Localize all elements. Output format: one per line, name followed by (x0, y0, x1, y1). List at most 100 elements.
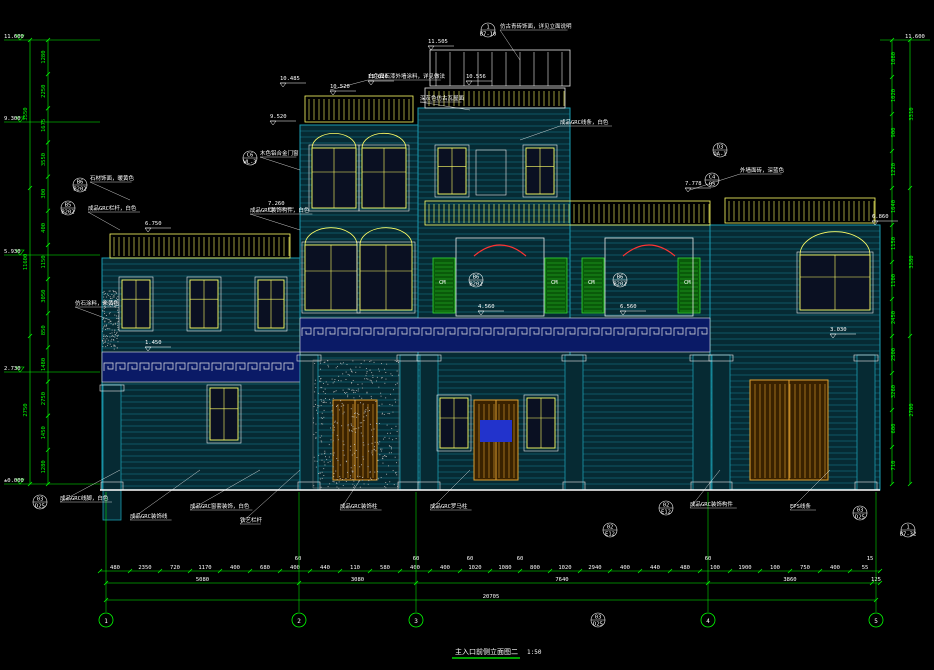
stone-dot (355, 428, 357, 430)
stone-dot (313, 433, 315, 435)
stone-dot (386, 473, 388, 475)
stone-dot (336, 406, 337, 407)
dim-row1-label: 2350 (138, 565, 151, 571)
meander-frieze (101, 317, 711, 383)
stone-dot (384, 368, 385, 370)
stone-dot (372, 382, 374, 384)
leader-line (129, 469, 201, 521)
callout-code: 03 (595, 615, 602, 621)
stone-dot (320, 440, 322, 442)
dim-small-label: 60 (517, 556, 524, 562)
stone-dot (392, 411, 394, 413)
stone-dot (324, 464, 326, 466)
stone-dot (366, 372, 368, 374)
shutter (544, 257, 568, 314)
stone-dot (357, 475, 359, 477)
stone-dot (370, 477, 372, 479)
window-arch (304, 227, 358, 246)
meander-unit (187, 362, 198, 371)
column-capital (708, 354, 734, 362)
stone-dot (354, 392, 356, 393)
vertical-dim-label: 3550 (41, 153, 47, 166)
stone-dot (384, 455, 386, 457)
level-label: 11.505 (428, 39, 448, 45)
dim-tick (27, 185, 33, 191)
stone-dot (393, 389, 394, 391)
stone-dot (373, 428, 375, 430)
leader-line (689, 173, 741, 191)
vertical-dim-label: 850 (41, 325, 47, 335)
stone-dot (322, 423, 324, 425)
stone-dot (394, 456, 396, 458)
stone-dot (110, 298, 111, 299)
window-frame (434, 144, 470, 198)
window-frame (523, 394, 559, 452)
window-frame (436, 394, 472, 452)
stone-dot (103, 301, 105, 303)
stone-dot (111, 334, 113, 336)
dim-tick (889, 148, 895, 154)
elevation-label: 11.600 (905, 34, 925, 40)
callout-code: B6 (473, 275, 480, 281)
stone-dot (111, 294, 113, 295)
vertical-dim-label: 3260 (891, 385, 897, 398)
stone-dot (116, 297, 117, 299)
level-symbol (465, 80, 473, 86)
vertical-dim-label: 1100 (891, 274, 897, 287)
stone-dot (342, 413, 344, 415)
stone-dot (113, 335, 115, 337)
stone-dot (397, 361, 399, 363)
stone-dot (116, 322, 118, 324)
stone-dot (345, 371, 347, 373)
level-label: 3.030 (830, 327, 847, 333)
dim-tick (45, 413, 51, 418)
level-label: 10.485 (280, 76, 300, 82)
level-label: 1.450 (145, 340, 162, 346)
stone-dot (320, 378, 322, 380)
stone-dot (389, 413, 391, 415)
callout-sheet: B202 (613, 282, 626, 288)
window-arch (361, 132, 407, 149)
dim-tick (45, 106, 51, 111)
stone-dot (114, 290, 116, 292)
stone-dot (392, 470, 394, 472)
stone-dot (382, 458, 384, 460)
elevation-label: 2.730 (4, 366, 21, 372)
stone-dot (391, 404, 393, 406)
stone-dot (363, 444, 365, 446)
window-tag: CM (684, 280, 691, 286)
window-arch (359, 227, 413, 246)
stone-dot (336, 422, 338, 424)
dim-tick (637, 568, 643, 574)
stone-dot (113, 345, 115, 347)
stone-dot (115, 306, 117, 308)
dim-row1-label: 400 (290, 565, 300, 571)
stone-dot (113, 338, 115, 340)
stone-dot (330, 439, 332, 441)
meander-unit (589, 327, 600, 336)
vertical-dim-label: 11600 (23, 254, 29, 271)
stone-dot (339, 478, 341, 479)
elevation-label: 11.600 (4, 34, 24, 40)
vertical-dim-label: 2750 (41, 392, 47, 405)
window-tag: CM (439, 280, 446, 286)
stone-dot (356, 457, 358, 458)
stone-dot (103, 293, 105, 295)
dim-tick (889, 111, 895, 117)
meander-unit (115, 362, 126, 371)
stone-dot (347, 424, 349, 426)
stone-dot (388, 437, 390, 439)
column-capital (296, 354, 322, 362)
stone-dot (323, 416, 325, 418)
axis-bubble (868, 612, 884, 628)
meander-unit (127, 362, 138, 371)
stone-dot (112, 303, 114, 305)
stone-dot (394, 360, 396, 362)
stone-dot (108, 290, 110, 292)
callout-code: 1 (486, 25, 489, 31)
stone-dot (362, 479, 364, 481)
stone-dot (356, 416, 358, 418)
stone-dot (116, 317, 118, 319)
dim-tick (457, 568, 463, 574)
